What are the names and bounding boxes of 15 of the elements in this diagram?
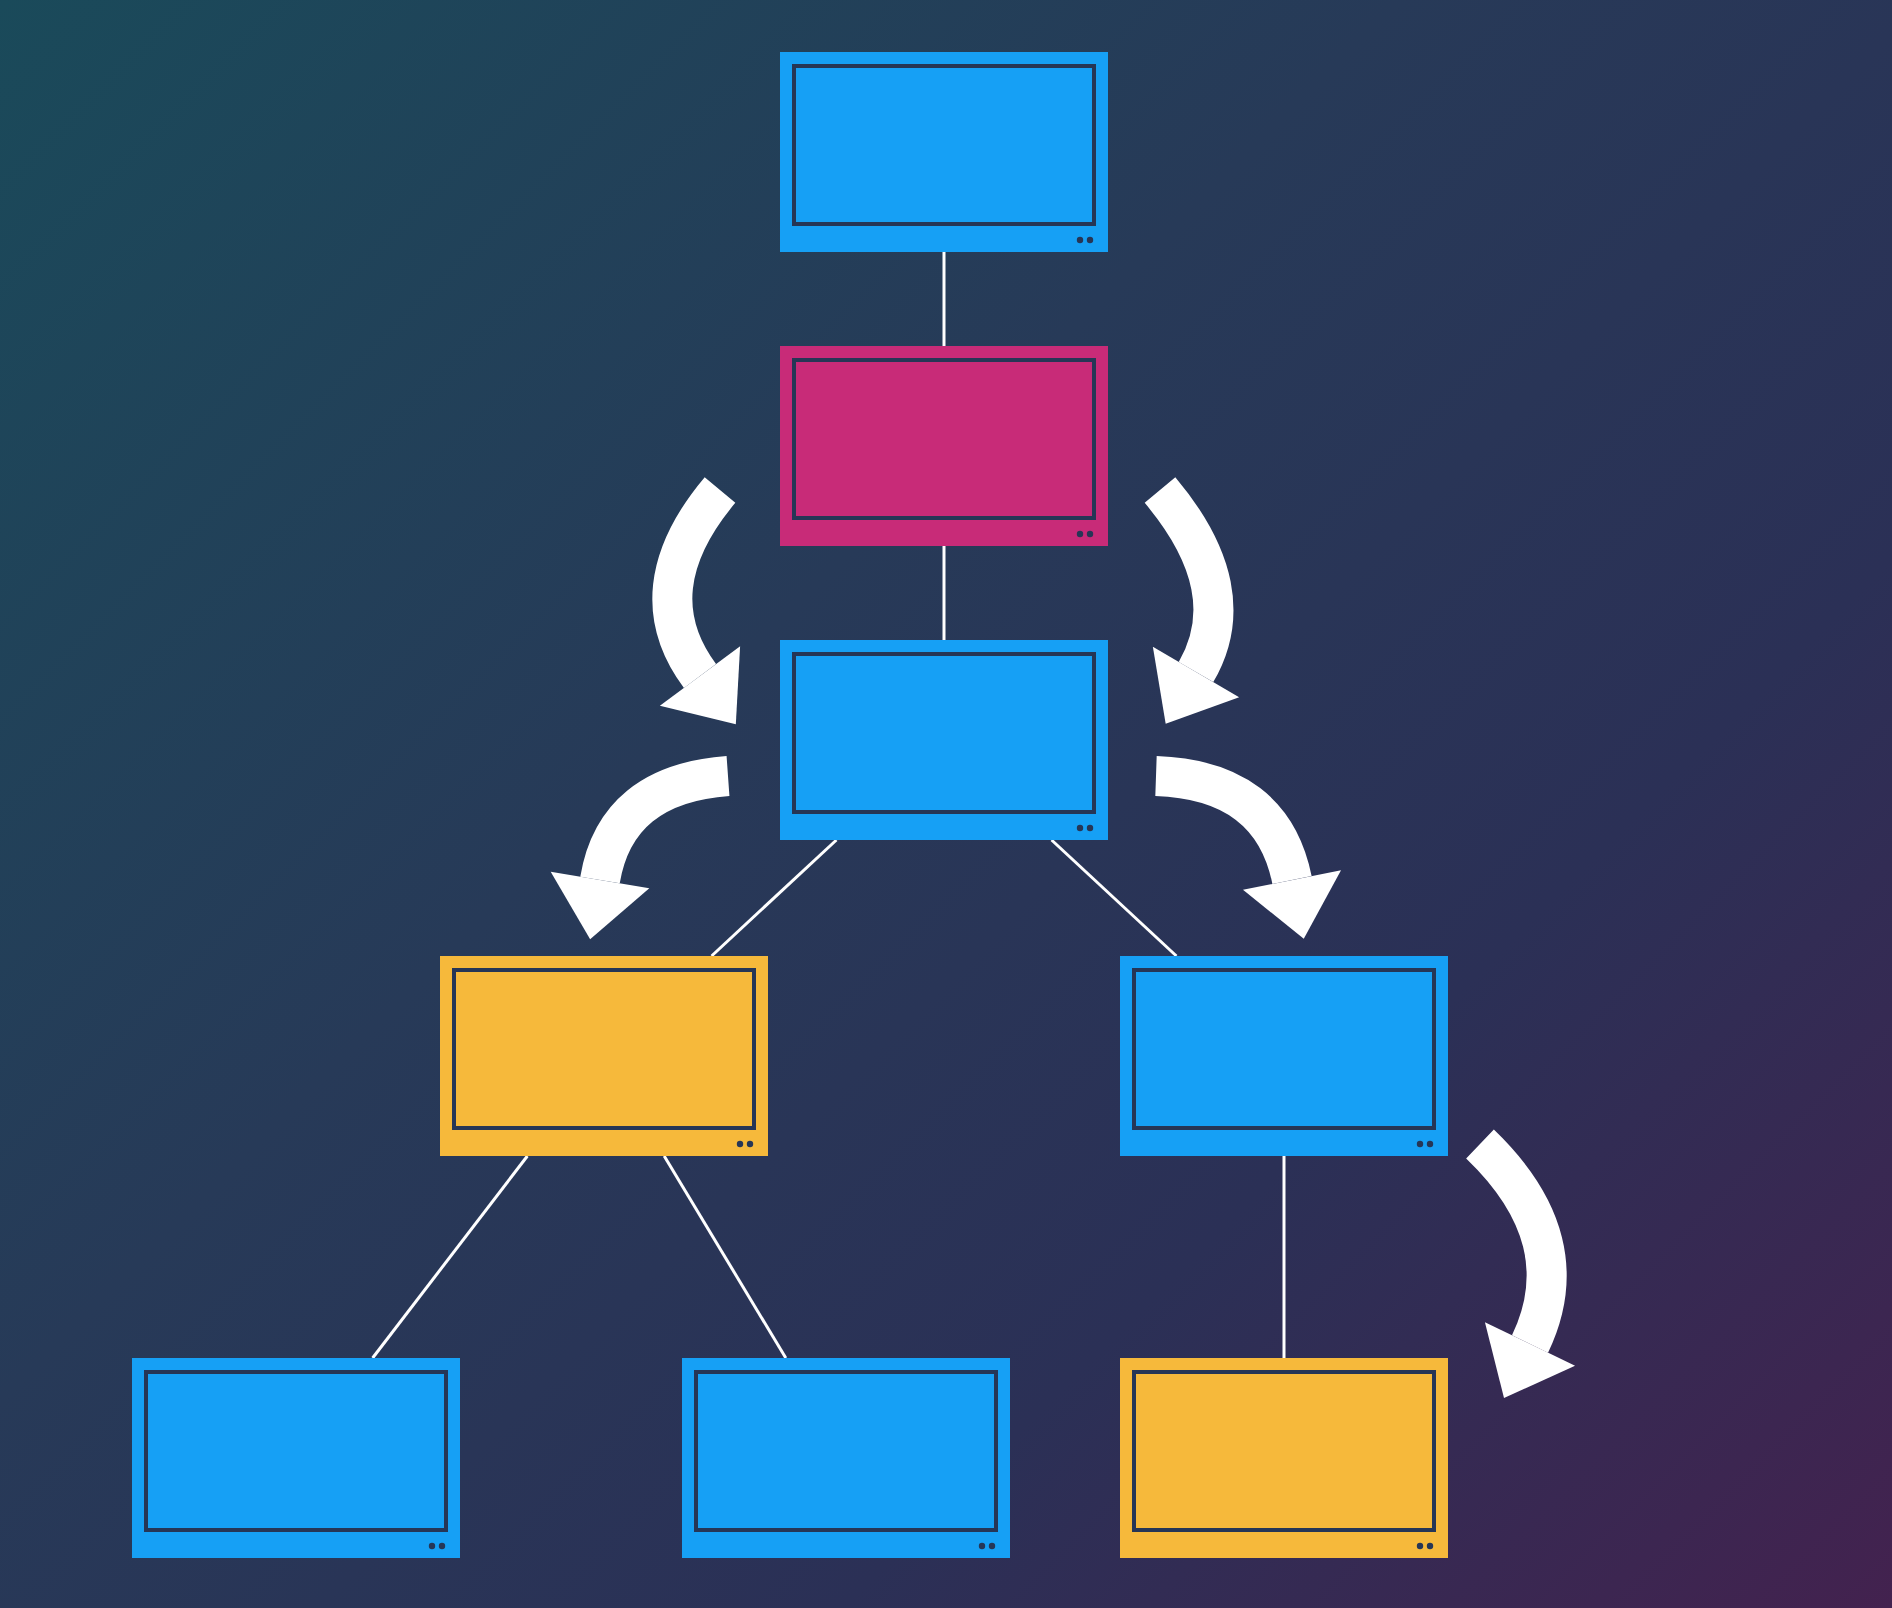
- connector-line: [942, 546, 946, 640]
- monitor-box: [780, 640, 1108, 840]
- connector-line: [710, 838, 838, 958]
- monitor-box: [440, 956, 768, 1156]
- connector-line: [942, 252, 946, 346]
- connector-line: [1282, 1156, 1286, 1358]
- monitor-box: [780, 52, 1108, 252]
- connector-line: [371, 1155, 529, 1359]
- monitor-box: [1120, 1358, 1448, 1558]
- monitor-box: [132, 1358, 460, 1558]
- connector-line: [1050, 838, 1178, 958]
- monitor-box: [682, 1358, 1010, 1558]
- connector-line: [662, 1155, 788, 1359]
- monitor-box: [780, 346, 1108, 546]
- monitor-box: [1120, 956, 1448, 1156]
